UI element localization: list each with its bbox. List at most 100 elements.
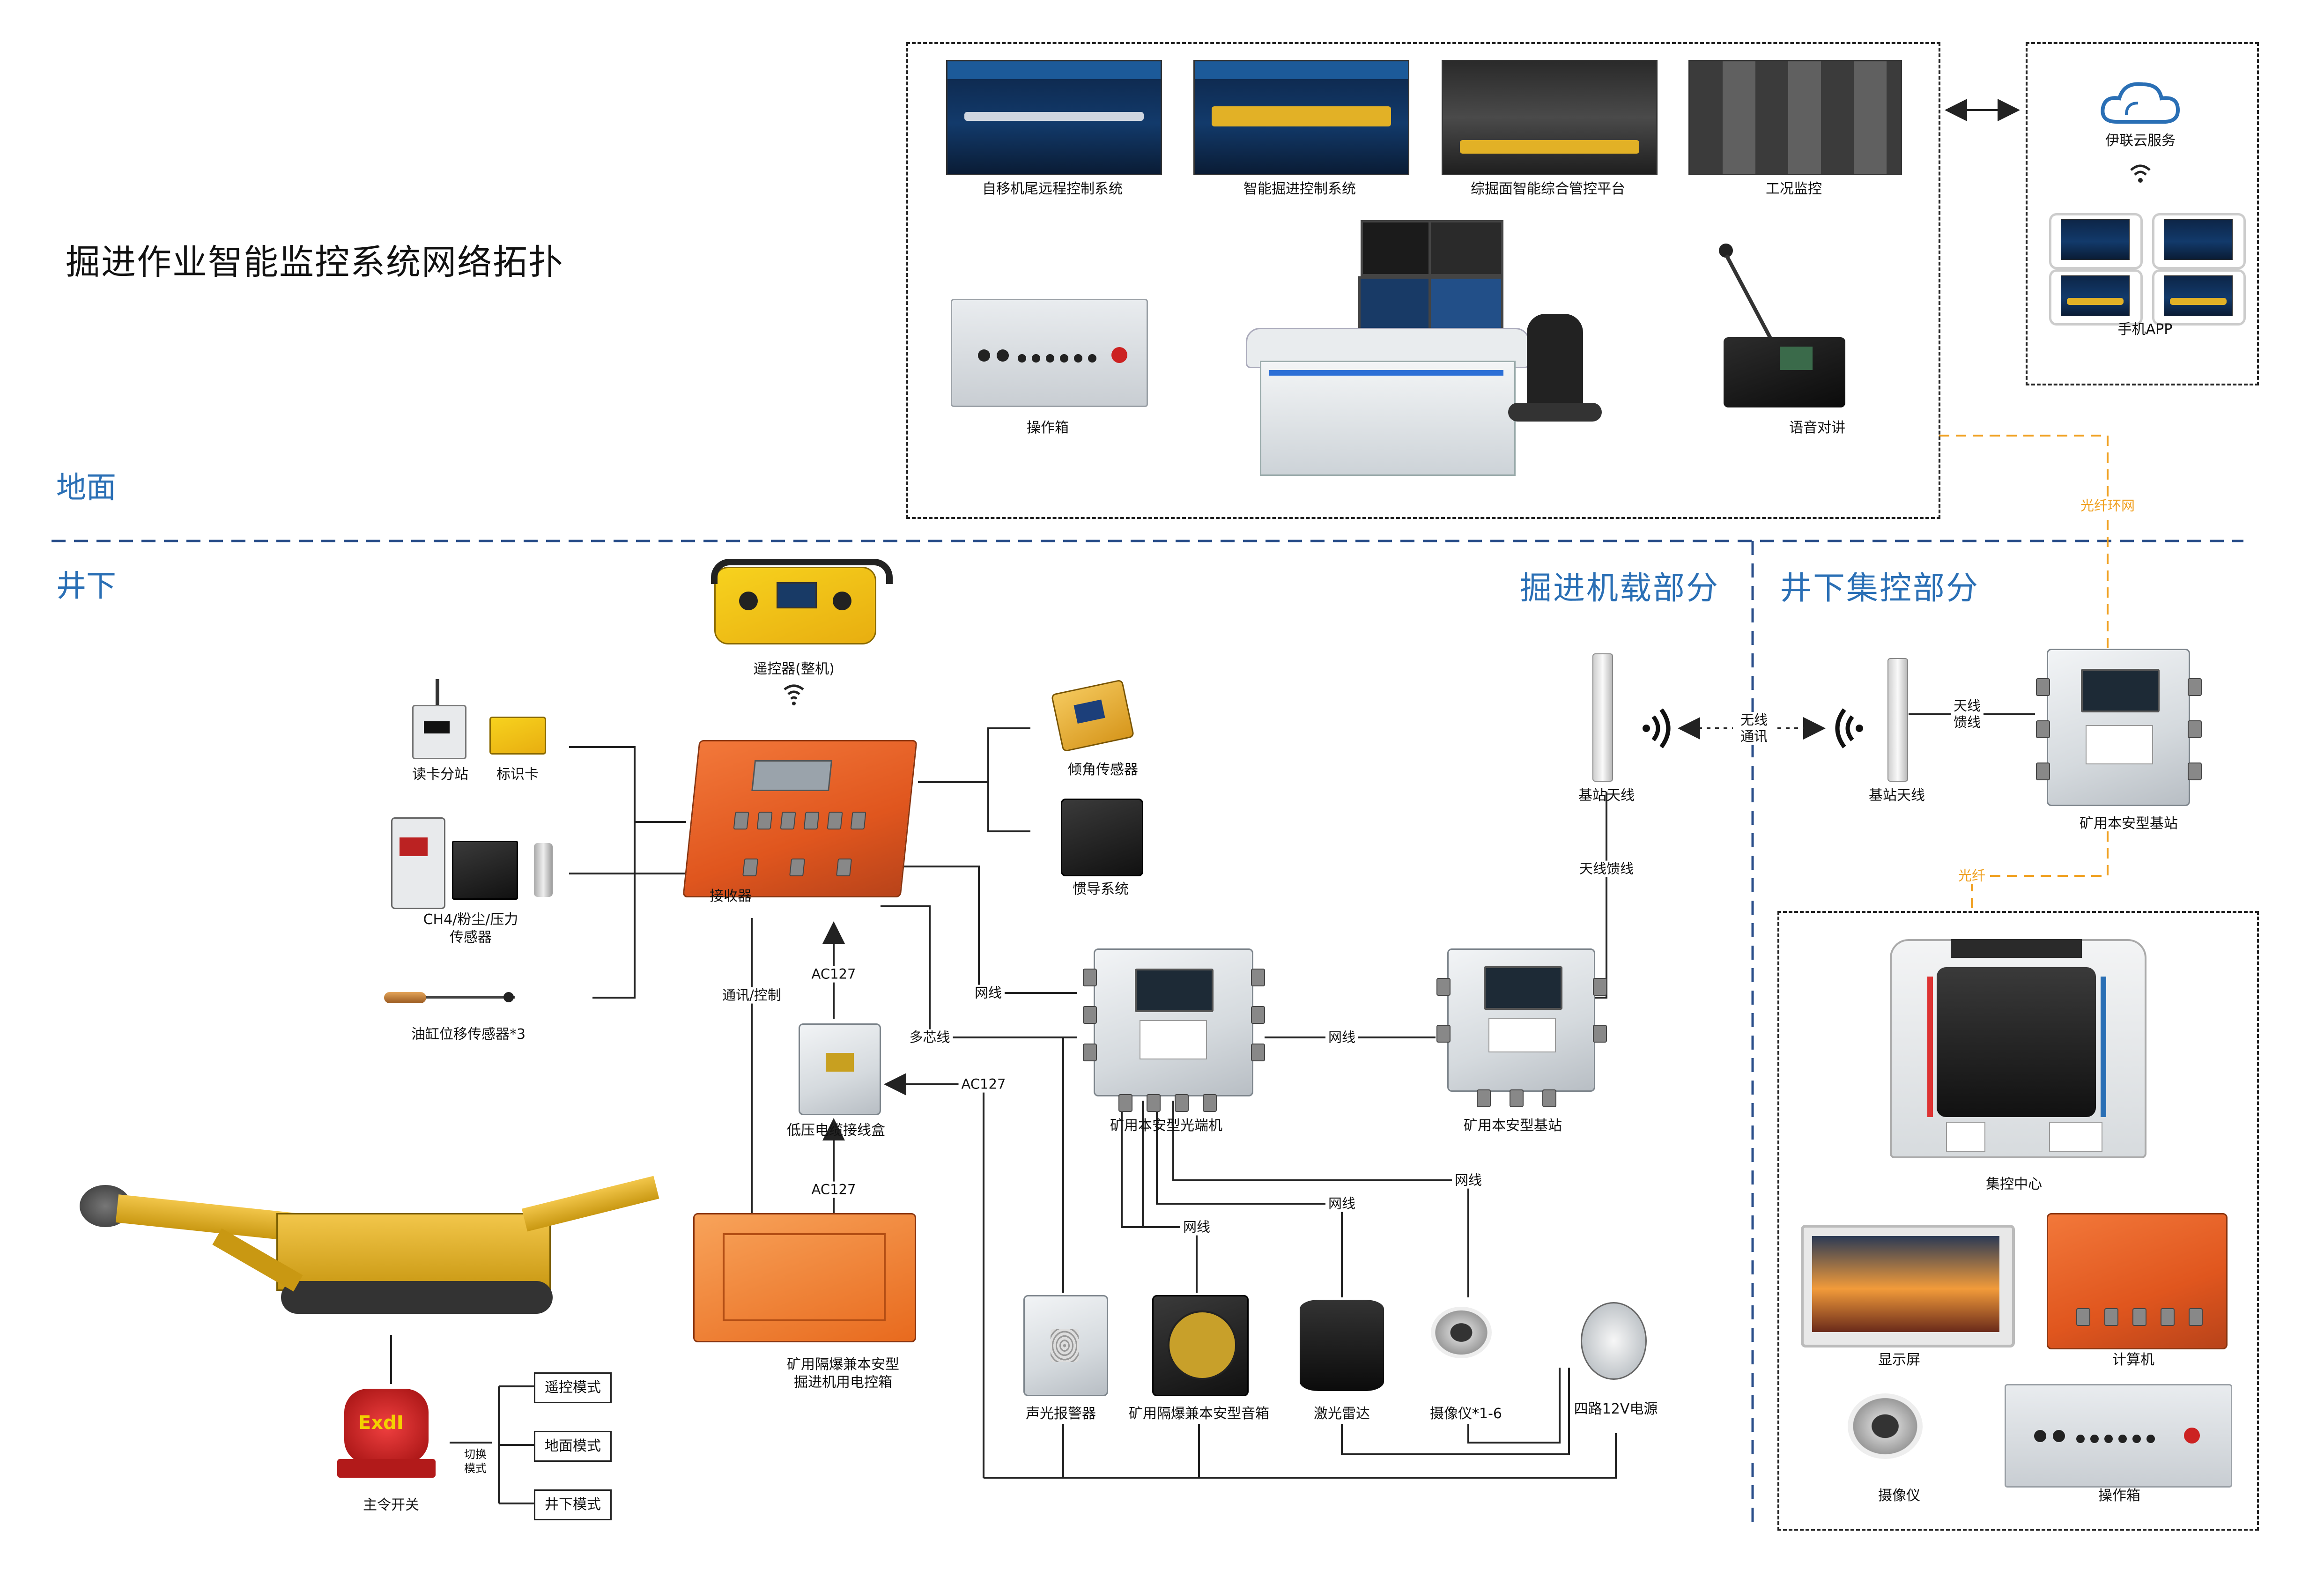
zone-underground-label: 井下	[56, 569, 116, 604]
power-bus-wire	[1341, 1368, 1570, 1455]
receiver-image	[682, 740, 918, 897]
pressure-sensor-image	[534, 843, 553, 897]
phone-image	[2049, 269, 2143, 326]
label-camera: 摄像仪*1-6	[1430, 1406, 1502, 1422]
wire-label-ac127-top: AC127	[808, 966, 859, 983]
operator-box-central-image	[2005, 1384, 2232, 1488]
label-camera-central: 摄像仪	[1878, 1488, 1920, 1504]
receiver-network-wire	[895, 866, 1077, 994]
wire-label-network-camera: 网线	[1451, 1172, 1485, 1189]
tilt-ins-wire	[987, 727, 1030, 832]
computer-image	[2047, 1213, 2228, 1349]
page-title: 掘进作业智能监控系统网络拓扑	[66, 242, 564, 282]
label-speaker: 矿用隔爆兼本安型音箱	[1129, 1406, 1269, 1422]
camera-image	[1426, 1302, 1496, 1368]
wire-label-antenna-feeder: 天线馈线	[1576, 860, 1637, 877]
wire-label-wireless: 无线 通讯	[1737, 712, 1771, 745]
lidar-image	[1300, 1300, 1384, 1391]
screenshot-condition-monitoring	[1688, 60, 1902, 175]
label-ins: 惯导系统	[1073, 881, 1129, 897]
display-image	[1801, 1225, 2015, 1347]
label-junction-box: 低压电缆接线盒	[787, 1122, 885, 1139]
label-card-reader: 读卡分站	[412, 766, 468, 783]
label-remote-controller: 遥控器(整机)	[753, 661, 835, 677]
label-control-box: 矿用隔爆兼本安型 掘进机用电控箱	[787, 1356, 899, 1391]
surface-monitoring-box	[906, 42, 1940, 519]
central-control-box	[1777, 911, 2259, 1531]
control-box-image	[693, 1213, 916, 1342]
lidar-network-wire	[1156, 1101, 1343, 1297]
wire-label-network-speaker: 网线	[1180, 1219, 1214, 1236]
fiber-ring-wire	[1939, 435, 2109, 649]
gas-sensor-image	[391, 817, 445, 909]
label-base-station-onboard: 矿用本安型基站	[1464, 1118, 1562, 1134]
multicore-wire	[881, 905, 1077, 1038]
label-cloud-service: 伊联云服务	[2105, 133, 2176, 149]
label-display: 显示屏	[1878, 1352, 1920, 1368]
wire-label-fiber-ring: 光纤环网	[2077, 497, 2138, 514]
label-base-station-central: 矿用本安型基站	[2080, 815, 2178, 832]
screen-label-tail-control: 自移机尾远程控制系统	[982, 181, 1123, 197]
label-operator-box-surface: 操作箱	[1027, 420, 1069, 436]
label-main-switch: 主令开关	[363, 1497, 419, 1513]
wire-label-fiber: 光纤	[1955, 867, 1989, 884]
label-receiver: 接收器	[710, 888, 752, 904]
wireless-signal-icon	[784, 684, 804, 705]
screenshot-tunneling-control	[1193, 60, 1409, 175]
label-gas-dust-pressure-sensor: CH4/粉尘/压力 传感器	[423, 911, 518, 946]
mode-underground-box: 井下模式	[534, 1489, 612, 1520]
power-bus-wire	[984, 1433, 1617, 1479]
label-mobile-app: 手机APP	[2117, 321, 2173, 338]
label-lidar: 激光雷达	[1314, 1406, 1370, 1422]
label-voice-intercom: 语音对讲	[1789, 420, 1845, 436]
power-supply-image	[1571, 1297, 1653, 1384]
dust-sensor-image	[452, 841, 518, 900]
label-power-supply: 四路12V电源	[1574, 1401, 1658, 1417]
label-optical-terminal: 矿用本安型光端机	[1110, 1118, 1222, 1134]
wire-label-ac127-mid: AC127	[958, 1076, 1009, 1093]
screenshot-integrated-platform	[1442, 60, 1658, 175]
wire-label-multicore: 多芯线	[906, 1029, 953, 1046]
phone-image	[2152, 213, 2246, 269]
label-tilt-sensor: 倾角传感器	[1068, 762, 1138, 778]
wire-label-comm-control: 通讯/控制	[719, 987, 784, 1004]
mode-surface-box: 地面模式	[534, 1431, 612, 1462]
wireless-signal-right-icon	[1643, 708, 1671, 748]
operator-box-surface-image	[951, 299, 1148, 407]
camera-central-image	[1843, 1386, 1930, 1473]
sensor-bus-wire	[569, 746, 636, 999]
fiber-wire	[1971, 831, 2109, 911]
speaker-image	[1152, 1295, 1249, 1396]
wire-label-antenna-feeder-2: 天线 馈线	[1950, 698, 1984, 731]
label-operator-box-central: 操作箱	[2098, 1488, 2140, 1504]
id-card-image	[489, 717, 546, 755]
label-cylinder-sensor: 油缸位移传感器*3	[411, 1026, 526, 1043]
control-console-image	[1246, 220, 1611, 482]
screenshot-tail-control	[946, 60, 1162, 175]
junction-box-image	[799, 1023, 881, 1115]
label-computer: 计算机	[2112, 1352, 2154, 1368]
phone-image	[2152, 269, 2246, 326]
cloud-app-box	[2026, 42, 2259, 385]
wire-label-ac127-bottom: AC127	[808, 1181, 859, 1198]
zone-surface-label: 地面	[56, 471, 116, 505]
camera-network-wire	[1172, 1101, 1469, 1297]
alarm-image	[1023, 1295, 1108, 1396]
screen-label-integrated-platform: 综掘面智能综合管控平台	[1471, 181, 1625, 197]
base-station-central-image	[2036, 649, 2202, 806]
mode-remote-box: 遥控模式	[534, 1372, 612, 1403]
wireless-signal-left-icon	[1835, 708, 1863, 748]
phone-image	[2049, 213, 2143, 269]
remote-controller-image	[711, 559, 893, 644]
central-control-center-image	[1880, 939, 2150, 1159]
label-central-control-center: 集控中心	[1986, 1176, 2042, 1192]
ins-image	[1061, 799, 1143, 876]
power-bus-wire	[1467, 1368, 1561, 1444]
section-onboard-label: 掘进机载部分	[1520, 570, 1720, 607]
speaker-network-wire	[1121, 1101, 1198, 1293]
antenna-left-image	[1592, 653, 1613, 782]
wire-label-network-terminal-station: 网线	[1325, 1029, 1359, 1046]
cylinder-sensor-image	[375, 988, 515, 1007]
wire-label-network-receiver: 网线	[971, 985, 1005, 1001]
label-alarm: 声光报警器	[1026, 1406, 1096, 1422]
